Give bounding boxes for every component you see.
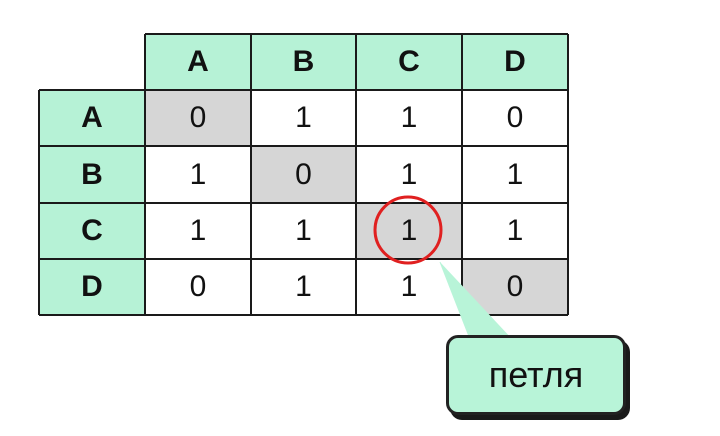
matrix-cell-b-d: 1	[462, 146, 568, 203]
row-header-d: D	[39, 259, 145, 315]
matrix-cell-a-d: 0	[462, 90, 568, 146]
callout-pointer	[440, 262, 512, 339]
row-header-a: A	[39, 90, 145, 146]
matrix-cell-a-c: 1	[356, 90, 462, 146]
matrix-cell-a-a: 0	[145, 90, 251, 146]
col-header-a: A	[145, 34, 251, 90]
col-header-c: C	[356, 34, 462, 90]
matrix-cell-b-c: 1	[356, 146, 462, 203]
col-header-d: D	[462, 34, 568, 90]
matrix-cell-d-a: 0	[145, 259, 251, 315]
callout-loop-label: петля	[446, 335, 626, 415]
matrix-cell-c-b: 1	[251, 203, 356, 259]
matrix-cell-a-b: 1	[251, 90, 356, 146]
matrix-cell-c-a: 1	[145, 203, 251, 259]
col-header-b: B	[251, 34, 356, 90]
matrix-cell-b-a: 1	[145, 146, 251, 203]
callout-text: петля	[488, 354, 584, 395]
row-header-b: B	[39, 146, 145, 203]
matrix-cell-d-b: 1	[251, 259, 356, 315]
matrix-cell-c-d: 1	[462, 203, 568, 259]
loop-highlight-circle	[373, 195, 443, 265]
row-header-c: C	[39, 203, 145, 259]
table-grid-lines	[38, 33, 569, 316]
matrix-cell-b-b: 0	[251, 146, 356, 203]
